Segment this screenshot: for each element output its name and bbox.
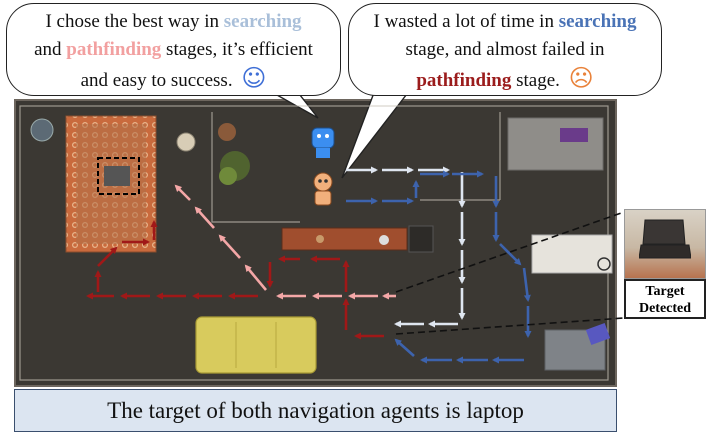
bubble-text: and [34,39,67,60]
bubble-line-1: I chose the best way in searching [7,8,340,36]
label-line-1: Target [645,284,685,299]
bubble-line-3: and easy to success. ☺ [7,64,340,95]
sad-emoji-icon: ☹ [568,64,594,92]
keyword-searching: searching [558,11,637,32]
room-scene [14,99,617,387]
bubble-text: stages, it’s efficient [161,39,313,60]
label-line-2: Detected [638,301,692,316]
bubble-text: I chose the best way in [45,11,224,32]
speech-bubble-wasteful-agent: I wasted a lot of time in searching stag… [348,3,662,96]
keyword-searching: searching [223,11,302,32]
smile-emoji-icon: ☺ [241,64,267,92]
bubble-text: stage. [511,70,560,91]
keyword-pathfinding: pathfinding [416,70,512,91]
caption: The target of both navigation agents is … [14,389,617,432]
bubble-line-1: I wasted a lot of time in searching [349,8,661,36]
bubble-text: and easy to success. [80,70,233,91]
bubble-line-3: pathfinding stage. ☹ [349,64,661,95]
bubble-line-2: stage, and almost failed in [349,36,661,64]
bubble-text: stage, and almost failed in [405,39,605,60]
target-detected-label: Target Detected [624,279,706,319]
keyword-pathfinding: pathfinding [66,39,162,60]
bubble-line-2: and pathfinding stages, it’s efficient [7,36,340,64]
target-detected-photo [624,209,706,279]
speech-bubble-efficient-agent: I chose the best way in searching and pa… [6,3,341,96]
laptop-icon [639,219,691,259]
bubble-text: I wasted a lot of time in [373,11,559,32]
